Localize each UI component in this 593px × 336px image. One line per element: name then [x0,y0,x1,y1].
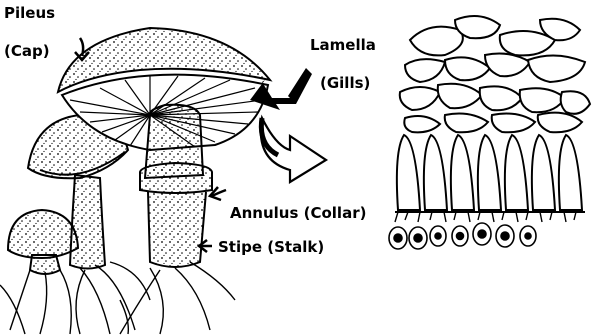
label-cap: (Cap) [4,42,50,60]
basidia [395,135,585,222]
label-lamella: Lamella [310,36,376,54]
label-annulus: Annulus (Collar) [230,204,366,222]
label-gills: (Gills) [320,74,370,92]
label-pileus: Pileus [4,4,55,22]
label-stipe: Stipe (Stalk) [218,238,324,256]
small-mushroom [8,210,78,274]
spores [389,223,536,249]
magnify-arrow [261,118,326,182]
gill-cross-section-hyphae [400,16,590,132]
